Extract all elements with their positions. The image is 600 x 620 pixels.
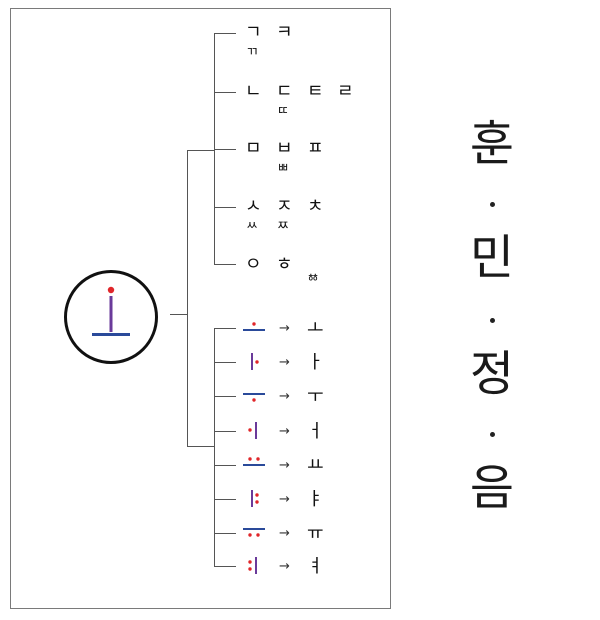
arrow: → (279, 389, 290, 404)
arrow: → (279, 355, 290, 370)
heaven-dot (107, 286, 115, 294)
consonant-alveolar-nasal: ㄴ (245, 81, 262, 102)
title-char: 음 (469, 460, 515, 516)
arrow: → (279, 458, 290, 473)
consonant-labial-stop: ㅂ (276, 138, 293, 159)
vowel-leaf (214, 533, 236, 534)
arrow: → (279, 559, 290, 574)
human-stroke (109, 296, 113, 332)
stroke-dot (248, 567, 252, 571)
consonant-labial-aspirated: ㅍ (307, 138, 324, 159)
vowel-leaf (214, 465, 236, 466)
vowel-leaf (214, 362, 236, 363)
title-separator-dot (490, 202, 495, 207)
consonant-sibilant-fricative: ㅅ (245, 196, 262, 217)
arrow: → (279, 321, 290, 336)
stroke-dot (255, 500, 259, 504)
root-symbol-glyph (92, 286, 130, 336)
diagram-frame (10, 8, 391, 609)
stroke-horizontal (243, 464, 265, 466)
consonant-alveolar-liquid: ㄹ (337, 81, 354, 102)
stroke-dot (248, 428, 252, 432)
vowel-leaf (214, 566, 236, 567)
vowel-leaf (214, 396, 236, 397)
consonant-sibilant-aspirated: ㅊ (307, 196, 324, 217)
stroke-vertical (251, 353, 253, 370)
consonant-alveolar-tense: ㄸ (277, 104, 289, 119)
title-separator-dot (490, 432, 495, 437)
stroke-horizontal (243, 393, 265, 395)
root-connector (170, 314, 188, 315)
consonant-sibilant-affricate: ㅈ (276, 196, 293, 217)
consonant-sibilant-tense-fricative: ㅆ (246, 219, 258, 234)
consonant-velar-basic: ㄱ (245, 22, 262, 43)
consonant-velar-aspirated: ㅋ (276, 22, 293, 43)
stroke-dot (255, 493, 259, 497)
title-char: 정 (469, 346, 515, 402)
vowel-result: ㅛ (307, 455, 324, 476)
arrow: → (279, 526, 290, 541)
stroke-dot (255, 360, 259, 364)
vowel-trunk (214, 328, 215, 566)
vowel-result: ㅑ (307, 489, 324, 510)
main-trunk (187, 150, 188, 447)
vowel-result: ㅜ (307, 386, 324, 407)
stroke-dot (248, 457, 252, 461)
vowel-result: ㅓ (307, 421, 324, 442)
stroke-horizontal (243, 528, 265, 530)
consonant-glottal-ieung: ㅇ (245, 254, 262, 275)
earth-stroke (92, 333, 130, 336)
stroke-dot (248, 533, 252, 537)
stroke-dot (256, 457, 260, 461)
root-symbol-circle (64, 270, 158, 364)
title-separator-dot (490, 318, 495, 323)
vowel-result: ㅠ (307, 523, 324, 544)
consonant-leaf-glottal (214, 264, 236, 265)
stroke-vertical (251, 490, 253, 507)
vowel-leaf (214, 431, 236, 432)
vowel-result: ㅏ (307, 352, 324, 373)
stroke-horizontal (243, 329, 265, 331)
consonant-leaf-labial (214, 149, 236, 150)
consonant-branch (187, 150, 214, 151)
vowel-result: ㅕ (307, 556, 324, 577)
vowel-result: ㅗ (307, 318, 324, 339)
arrow: → (279, 492, 290, 507)
title-char: 훈 (469, 116, 515, 172)
vowel-source-strokes (243, 322, 265, 574)
stroke-dot (248, 560, 252, 564)
consonant-alveolar-stop: ㄷ (276, 81, 293, 102)
stroke-vertical (255, 422, 257, 439)
consonant-labial-nasal: ㅁ (245, 138, 262, 159)
arrow: → (279, 424, 290, 439)
vowel-leaf (214, 328, 236, 329)
consonant-velar-tense: ㄲ (246, 45, 258, 60)
stroke-vertical (255, 557, 257, 574)
consonant-alveolar-aspirated: ㅌ (307, 81, 324, 102)
consonant-glottal-hieut: ㅎ (276, 254, 293, 275)
consonant-leaf-velar (214, 33, 236, 34)
vowel-branch (187, 446, 214, 447)
stroke-dot (252, 398, 256, 402)
consonant-sibilant-tense-affricate: ㅉ (277, 219, 289, 234)
consonant-leaf-sibilant (214, 207, 236, 208)
stroke-dot (256, 533, 260, 537)
consonant-glottal-double-hieut: ㆅ (307, 271, 319, 286)
consonant-labial-tense: ㅃ (277, 161, 289, 176)
title-char: 민 (469, 230, 515, 286)
vowel-leaf (214, 499, 236, 500)
consonant-leaf-alveolar (214, 92, 236, 93)
stroke-dot (252, 322, 256, 326)
